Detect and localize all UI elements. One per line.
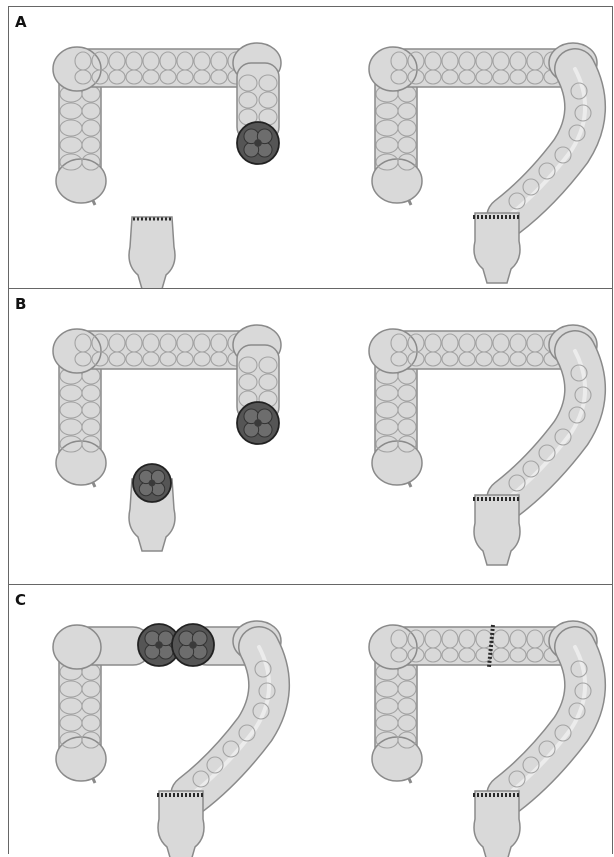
colon-illustration-c-right bbox=[365, 599, 605, 857]
hepatic-flexure bbox=[369, 329, 417, 373]
rectum bbox=[474, 213, 520, 283]
sigmoid-colon bbox=[507, 647, 585, 795]
colon-illustration-b-right bbox=[365, 303, 605, 561]
colon-illustration-a-left bbox=[49, 21, 289, 279]
hepatic-flexure bbox=[53, 329, 101, 373]
hepatic-flexure bbox=[53, 47, 101, 91]
staple-center bbox=[155, 641, 163, 649]
rectal-stump bbox=[129, 217, 175, 289]
colon-illustration-a-right bbox=[365, 21, 605, 279]
colon-illustration-c-left bbox=[49, 599, 289, 857]
rectum bbox=[158, 791, 204, 857]
panel-label-a: A bbox=[15, 13, 27, 31]
staple-center bbox=[149, 480, 156, 487]
staple-center bbox=[254, 419, 262, 427]
panel-a: A bbox=[8, 6, 613, 290]
sigmoid-colon bbox=[507, 351, 585, 499]
panel-label-c: C bbox=[15, 591, 26, 609]
sigmoid-colon bbox=[191, 647, 269, 795]
hepatic-flexure bbox=[53, 625, 101, 669]
rectum bbox=[474, 495, 520, 565]
staple-center bbox=[254, 139, 262, 147]
hepatic-flexure bbox=[369, 625, 417, 669]
staple-center bbox=[189, 641, 197, 649]
sigmoid-colon bbox=[507, 69, 585, 217]
rectum bbox=[474, 791, 520, 857]
panel-c: C bbox=[8, 584, 613, 854]
panel-b: B bbox=[8, 288, 613, 586]
panel-label-b: B bbox=[15, 295, 26, 313]
colon-illustration-b-left bbox=[49, 303, 289, 561]
hepatic-flexure bbox=[369, 47, 417, 91]
